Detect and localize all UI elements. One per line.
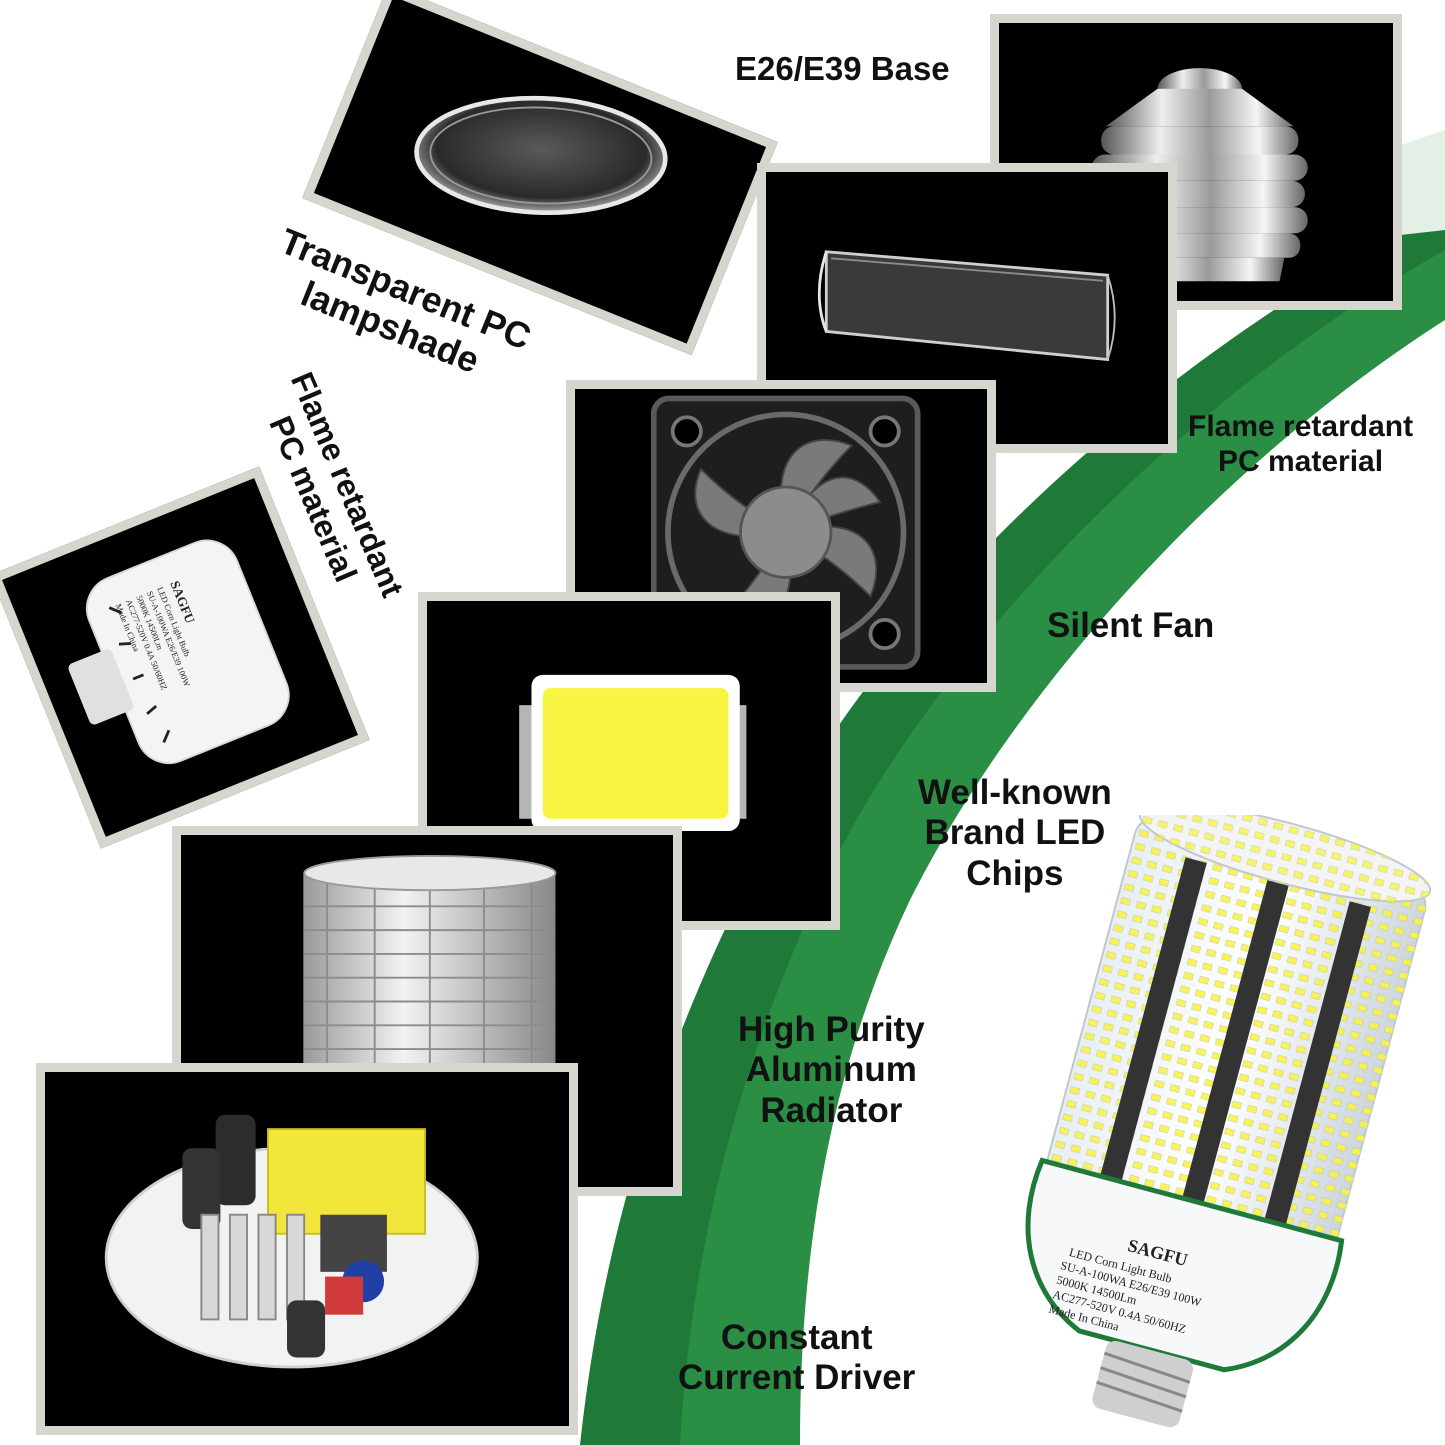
label-radiator: High Purity Aluminum Radiator: [738, 1010, 925, 1130]
label-base: E26/E39 Base: [735, 50, 950, 87]
driver-board-illustration: [104, 1114, 479, 1369]
led-chip-illustration: [519, 674, 747, 832]
panel-driver: [36, 1063, 578, 1435]
lens-illustration: [414, 95, 668, 216]
label-led: Well-known Brand LED Chips: [918, 773, 1112, 893]
corn-bulb-illustration: SAGFU LED Corn Light Bulb SU-A-100WA E26…: [1025, 815, 1432, 1428]
housing-illustration: SAGFU LED Corn Light Bulb SU-A-100WA E26…: [68, 539, 290, 765]
panel-housing: SAGFU LED Corn Light Bulb SU-A-100WA E26…: [0, 466, 370, 849]
label-flame-right: Flame retardant PC material: [1188, 410, 1414, 478]
label-driver: Constant Current Driver: [678, 1318, 916, 1398]
pc-cover-illustration: [817, 250, 1116, 362]
label-fan: Silent Fan: [1047, 606, 1215, 645]
panel-lampshade: [302, 0, 778, 356]
